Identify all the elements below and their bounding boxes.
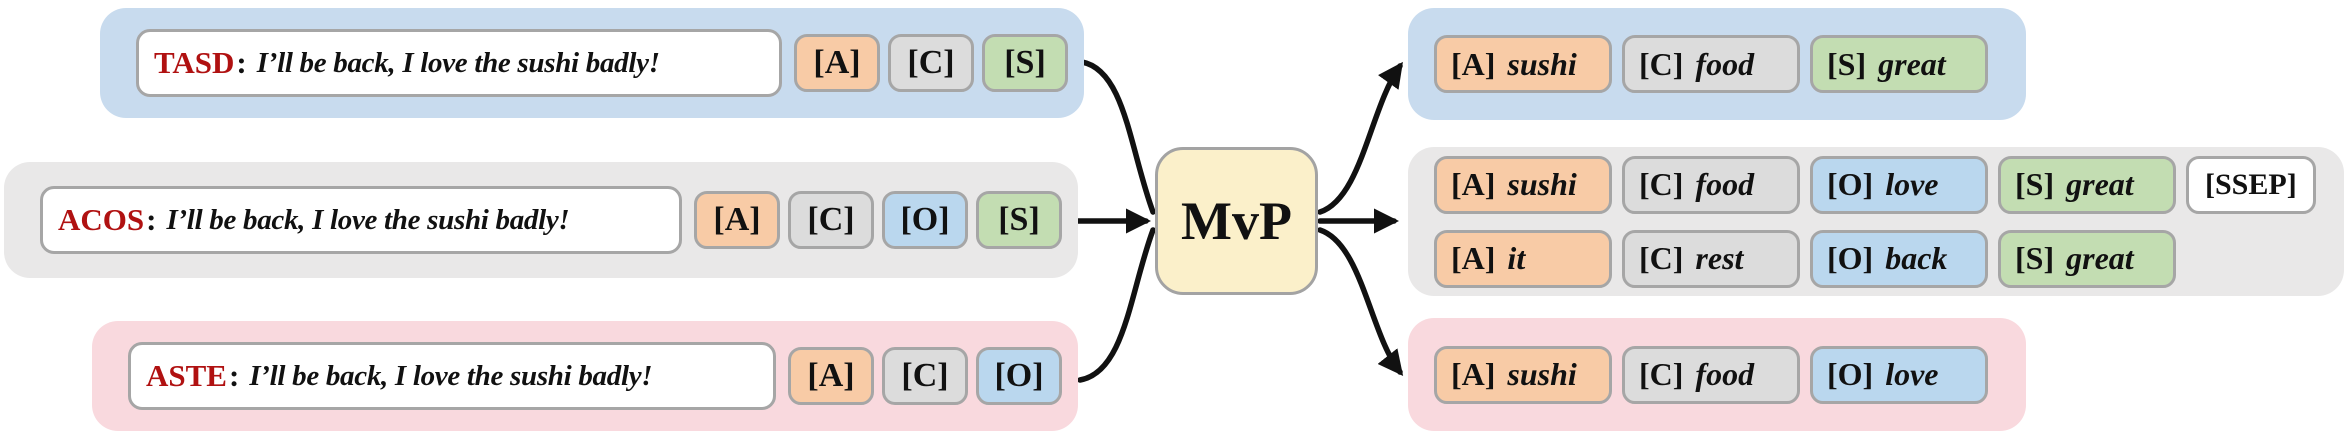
sentence-box-acos: ACOS : I’ll be back, I love the sushi ba… [40, 186, 682, 254]
chip-tag-label: [A] [713, 201, 761, 238]
chip-tag-label: [O] [1827, 240, 1874, 276]
chip-value-text: food [1695, 356, 1755, 392]
chip-tag-label: [O] [1827, 356, 1874, 392]
sentence-text: I’ll be back, I love the sushi badly! [166, 203, 570, 236]
arrow-mvp-to-output-bottom [1317, 227, 1404, 376]
chip-value-text: love [1885, 356, 1939, 392]
tag-chip-ssep: [SSEP] [2186, 155, 2316, 214]
input-panel-tasd: TASD : I’ll be back, I love the sushi ba… [100, 8, 1084, 118]
tag-chip-aspect: [A] sushi [1434, 155, 1612, 214]
chip-tag-label: [A] [813, 44, 861, 81]
tag-chip-aspect: [A] sushi [1434, 345, 1612, 404]
output-panel-aste: [A] sushi [C] food [O] love [1408, 318, 2026, 431]
chip-value-text: great [2066, 240, 2134, 276]
chip-tag-label: [O] [1827, 166, 1874, 202]
chip-tag-label: [S] [2015, 240, 2055, 276]
tag-chip-category: [C] food [1622, 155, 1800, 214]
chip-value-text: sushi [1507, 166, 1577, 202]
chip-tag-label: [C] [1639, 240, 1684, 276]
tag-chip-aspect: [A] sushi [1434, 35, 1612, 93]
chip-tag-label: [C] [807, 201, 855, 238]
output-panel-tasd: [A] sushi [C] food [S] great [1408, 8, 2026, 120]
input-panel-aste: ASTE : I’ll be back, I love the sushi ba… [92, 321, 1078, 431]
chip-value-text: love [1885, 166, 1939, 202]
chip-tag-label: [C] [907, 44, 955, 81]
output-tuple-row: [A] sushi [C] food [S] great [1434, 35, 1988, 93]
chip-tag-label: [S] [2015, 166, 2055, 202]
tag-chip-opinion: [O] [882, 191, 968, 249]
chip-value-text: it [1507, 240, 1526, 276]
task-colon: : [146, 202, 157, 237]
chip-value-text: food [1695, 166, 1755, 202]
chip-tag-label: [A] [1451, 356, 1496, 392]
chip-tag-label: [S] [1004, 44, 1046, 81]
tag-chip-sentiment: [S] great [1810, 35, 1988, 93]
tag-chip-aspect: [A] [788, 347, 874, 405]
chip-tag-label: [C] [1639, 166, 1684, 202]
chip-tag-label: [C] [901, 357, 949, 394]
tag-chips-acos: [A] [C] [O] [S] [694, 191, 1062, 249]
tag-chip-sentiment: [S] [976, 191, 1062, 249]
chip-tag-label: [A] [1451, 45, 1496, 82]
output-tuple-row: [A] it [C] rest [O] back [S] great [1434, 229, 2176, 288]
task-colon: : [236, 45, 247, 80]
chip-value-text: great [1878, 45, 1946, 82]
tag-chip-category: [C] [888, 34, 974, 92]
task-colon: : [228, 358, 240, 393]
tag-chip-category: [C] [882, 347, 968, 405]
arrow-tasd-to-mvp [1079, 59, 1156, 215]
chip-value-text: rest [1695, 240, 1744, 276]
sentence-box-tasd: TASD : I’ll be back, I love the sushi ba… [136, 29, 782, 97]
task-label-aste: ASTE [146, 358, 227, 393]
tag-chip-aspect: [A] it [1434, 229, 1612, 288]
tag-chip-aspect: [A] [794, 34, 880, 92]
chip-value-text: great [2066, 166, 2134, 202]
tag-chip-opinion: [O] back [1810, 229, 1988, 288]
chip-value-text: food [1695, 45, 1755, 82]
chip-tag-label: [C] [1639, 356, 1684, 392]
tag-chip-opinion: [O] love [1810, 345, 1988, 404]
tag-chips-tasd: [A] [C] [S] [794, 34, 1068, 92]
arrow-aste-to-mvp [1077, 227, 1156, 383]
tag-chip-category: [C] food [1622, 35, 1800, 93]
chip-tag-label: [A] [1451, 166, 1496, 202]
sentence-text: I’ll be back, I love the sushi badly! [256, 46, 660, 79]
output-tuple-row: [A] sushi [C] food [O] love [S] great [SSEP] [1434, 155, 2316, 214]
chip-value-text: sushi [1507, 356, 1577, 392]
output-panel-acos: [A] sushi [C] food [O] love [S] great [SSEP] [A]… [1408, 147, 2344, 296]
chip-tag-label: [SSEP] [2205, 167, 2297, 201]
mvp-model-box: MvP [1155, 147, 1318, 295]
chip-value-text: sushi [1507, 45, 1577, 82]
chip-tag-label: [A] [1451, 240, 1496, 276]
chip-value-text: back [1885, 240, 1948, 276]
tag-chip-opinion: [O] love [1810, 155, 1988, 214]
chip-tag-label: [O] [994, 357, 1044, 394]
input-panel-acos: ACOS : I’ll be back, I love the sushi ba… [4, 162, 1078, 278]
tag-chip-sentiment: [S] great [1998, 229, 2176, 288]
chip-tag-label: [C] [1639, 45, 1684, 82]
chip-tag-label: [S] [1827, 45, 1867, 82]
tag-chip-aspect: [A] [694, 191, 780, 249]
chip-tag-label: [A] [807, 357, 855, 394]
tag-chip-category: [C] food [1622, 345, 1800, 404]
tag-chip-category: [C] rest [1622, 229, 1800, 288]
arrow-mvp-to-output-top [1317, 61, 1403, 215]
chip-tag-label: [S] [998, 201, 1040, 238]
chip-tag-label: [O] [900, 201, 950, 238]
tag-chip-sentiment: [S] [982, 34, 1068, 92]
task-label-tasd: TASD [154, 45, 235, 80]
task-label-acos: ACOS [58, 202, 145, 237]
sentence-box-aste: ASTE : I’ll be back, I love the sushi ba… [128, 342, 776, 410]
tag-chips-aste: [A] [C] [O] [788, 347, 1062, 405]
output-tuple-row: [A] sushi [C] food [O] love [1434, 345, 1988, 404]
tag-chip-sentiment: [S] great [1998, 155, 2176, 214]
tag-chip-category: [C] [788, 191, 874, 249]
sentence-text: I’ll be back, I love the sushi badly! [249, 359, 653, 392]
tag-chip-opinion: [O] [976, 347, 1062, 405]
